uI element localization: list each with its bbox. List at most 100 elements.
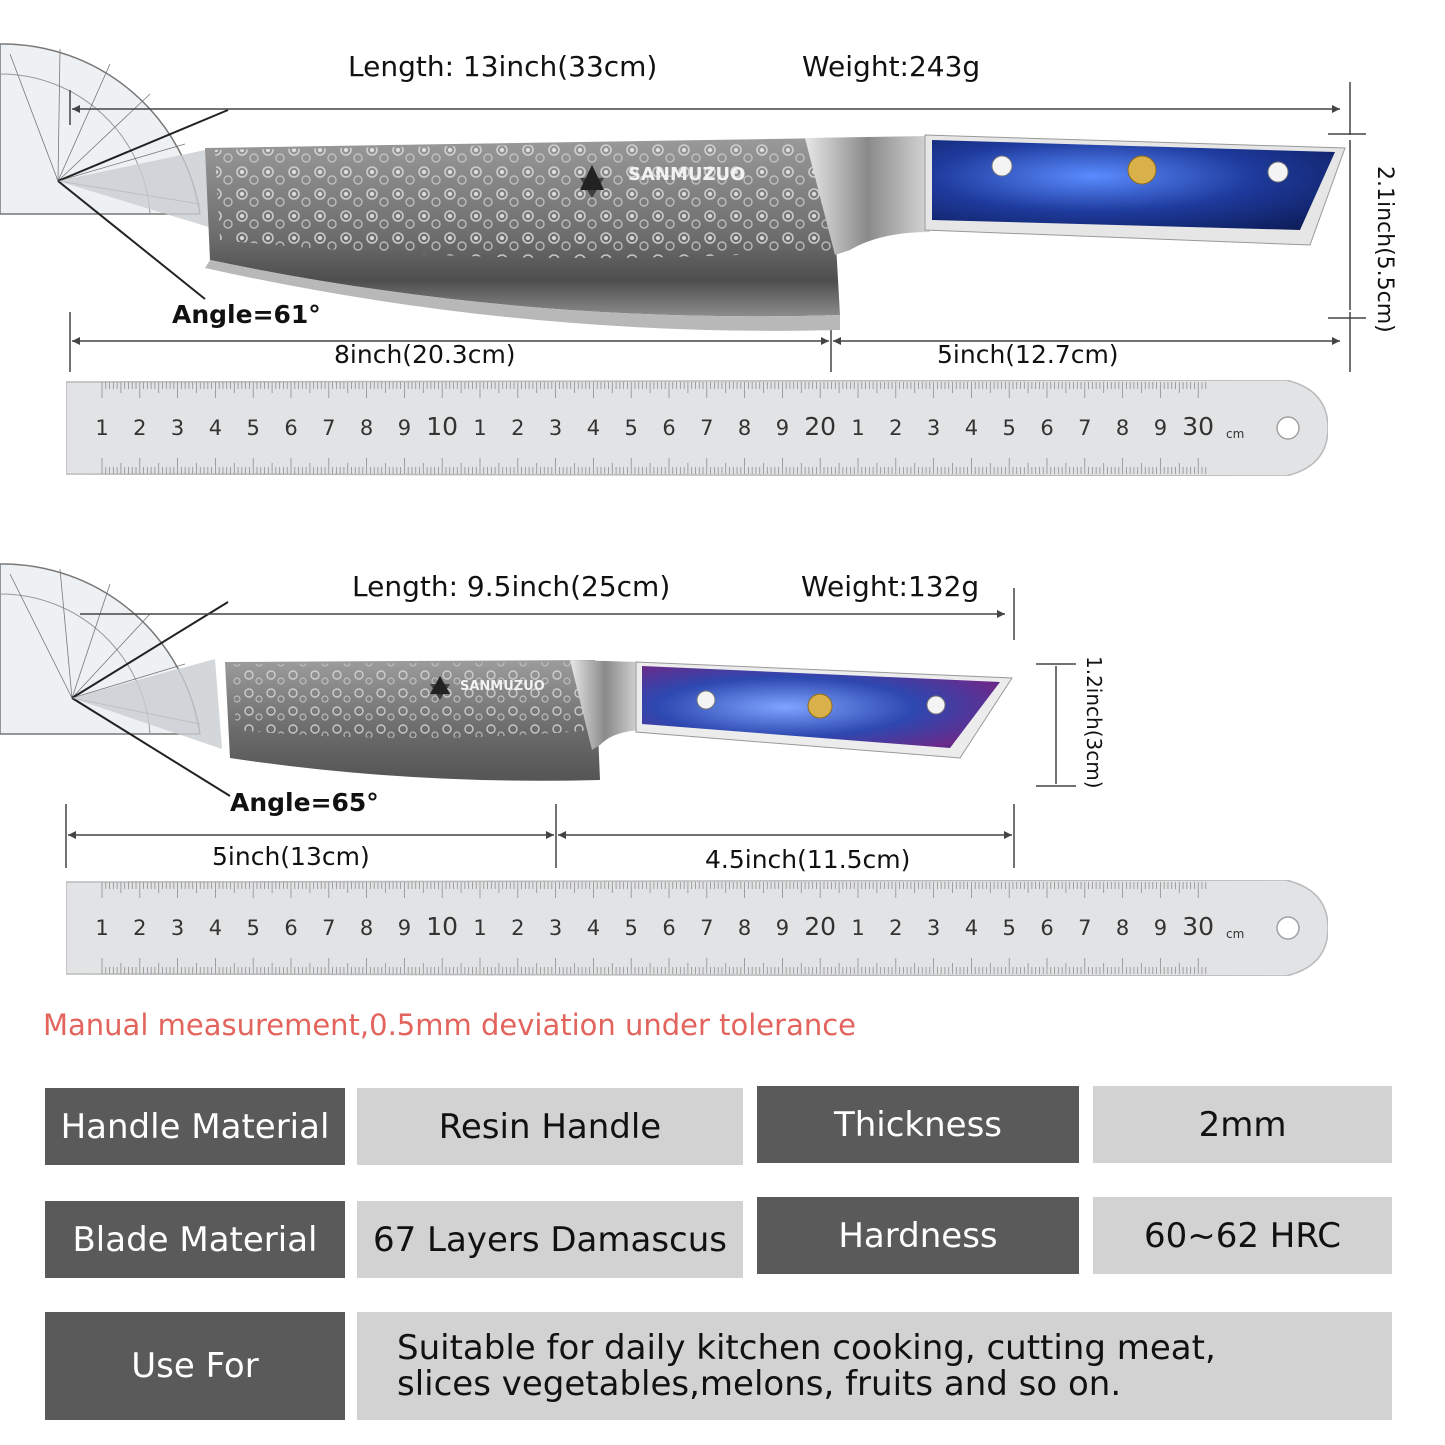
ruler-number: 9 <box>398 916 411 940</box>
ruler-number: 4 <box>965 416 978 440</box>
protractor-1-icon <box>0 43 229 300</box>
knife-2-dimension-lines <box>65 588 1076 868</box>
blade-material-value: 67 Layers Damascus <box>357 1201 743 1278</box>
knife-1-handle-length: 5inch(12.7cm) <box>937 340 1119 369</box>
blade-material-label: Blade Material <box>45 1201 345 1278</box>
thickness-label: Thickness <box>757 1086 1079 1163</box>
ruler-number: 8 <box>1116 416 1129 440</box>
knife-1-length-label: Length: 13inch(33cm) <box>348 50 658 83</box>
handle-material-label: Handle Material <box>45 1088 345 1165</box>
knife-2-logo-icon <box>430 676 450 700</box>
hardness-label: Hardness <box>757 1197 1079 1274</box>
ruler-number: 7 <box>1078 416 1091 440</box>
knife-1-logo-icon <box>580 165 604 198</box>
knife-1-brand: SANMUZUO <box>628 164 745 185</box>
ruler-number: 3 <box>549 916 562 940</box>
ruler-number: 5 <box>625 916 638 940</box>
ruler-number: 1 <box>473 916 486 940</box>
ruler-number: 6 <box>662 416 675 440</box>
use-for-line-1: Suitable for daily kitchen cooking, cutt… <box>397 1328 1216 1368</box>
protractor-2-icon <box>0 563 231 797</box>
ruler-number: 7 <box>322 916 335 940</box>
ruler-number: 3 <box>171 416 184 440</box>
knife-2-blade-length: 5inch(13cm) <box>212 842 370 871</box>
ruler-number: 4 <box>209 916 222 940</box>
ruler-number: 6 <box>284 416 297 440</box>
ruler-number: 3 <box>927 416 940 440</box>
ruler-number: 5 <box>1003 416 1016 440</box>
ruler-number: 9 <box>1154 416 1167 440</box>
knife-1-dimension-lines <box>69 82 1366 372</box>
ruler-unit: cm <box>1226 427 1244 441</box>
knife-2-brand: SANMUZUO <box>460 679 545 694</box>
ruler-hole-icon <box>1276 916 1300 940</box>
ruler-number: 8 <box>360 416 373 440</box>
ruler-number: 3 <box>927 916 940 940</box>
ruler-number: 2 <box>133 916 146 940</box>
ruler-number: 8 <box>1116 916 1129 940</box>
knife-1-image: SANMUZUO <box>205 134 1346 331</box>
use-for-value: Suitable for daily kitchen cooking, cutt… <box>357 1312 1392 1420</box>
ruler-number: 4 <box>209 416 222 440</box>
ruler-number: 8 <box>738 916 751 940</box>
knife-2-weight-label: Weight:132g <box>801 570 980 603</box>
knife-2-height-label: 1.2inch(3cm) <box>1082 656 1106 789</box>
ruler-number: 5 <box>1003 916 1016 940</box>
ruler-number: 1 <box>851 916 864 940</box>
measurement-note: Manual measurement,0.5mm deviation under… <box>43 1008 857 1042</box>
ruler-number: 5 <box>247 916 260 940</box>
ruler-number: 5 <box>625 416 638 440</box>
ruler-number: 20 <box>804 912 836 941</box>
ruler-number: 6 <box>284 916 297 940</box>
ruler-number: 1 <box>95 916 108 940</box>
ruler-hole-icon <box>1276 416 1300 440</box>
knife-1-angle-label: Angle=61° <box>172 300 321 329</box>
ruler-number: 7 <box>1078 916 1091 940</box>
ruler-number: 7 <box>322 416 335 440</box>
ruler-number: 4 <box>965 916 978 940</box>
ruler-number: 8 <box>738 416 751 440</box>
knife-2-image: SANMUZUO <box>225 660 1013 781</box>
ruler-number: 2 <box>511 916 524 940</box>
ruler-number: 8 <box>360 916 373 940</box>
use-for-label: Use For <box>45 1312 345 1420</box>
ruler-number: 2 <box>889 416 902 440</box>
ruler-number: 2 <box>889 916 902 940</box>
ruler-number: 2 <box>133 416 146 440</box>
ruler-number: 5 <box>247 416 260 440</box>
ruler-number: 30 <box>1182 412 1214 441</box>
knife-1-height-label: 2.1inch(5.5cm) <box>1372 166 1397 333</box>
ruler-number: 10 <box>426 912 458 941</box>
hardness-value: 60~62 HRC <box>1093 1197 1392 1274</box>
knife-1-blade-length: 8inch(20.3cm) <box>334 340 516 369</box>
ruler-number: 9 <box>1154 916 1167 940</box>
ruler-number: 6 <box>1040 916 1053 940</box>
ruler-number: 7 <box>700 916 713 940</box>
use-for-line-2: slices vegetables,melons, fruits and so … <box>397 1364 1122 1404</box>
ruler-number: 4 <box>587 916 600 940</box>
ruler-number: 20 <box>804 412 836 441</box>
ruler-number: 1 <box>95 416 108 440</box>
ruler-number: 9 <box>776 416 789 440</box>
ruler-number: 6 <box>662 916 675 940</box>
knife-2-angle-label: Angle=65° <box>230 788 379 817</box>
ruler-number: 10 <box>426 412 458 441</box>
ruler-number: 9 <box>398 416 411 440</box>
thickness-value: 2mm <box>1093 1086 1392 1163</box>
ruler-number: 1 <box>851 416 864 440</box>
knife-2-length-label: Length: 9.5inch(25cm) <box>352 570 671 603</box>
knife-2-handle-length: 4.5inch(11.5cm) <box>705 845 911 874</box>
knife-1-weight-label: Weight:243g <box>802 50 981 83</box>
ruler-number: 6 <box>1040 416 1053 440</box>
ruler-number: 2 <box>511 416 524 440</box>
ruler-number: 30 <box>1182 912 1214 941</box>
ruler-number: 3 <box>171 916 184 940</box>
ruler-number: 3 <box>549 416 562 440</box>
ruler-unit: cm <box>1226 927 1244 941</box>
ruler-number: 1 <box>473 416 486 440</box>
ruler-number: 7 <box>700 416 713 440</box>
ruler-number: 9 <box>776 916 789 940</box>
handle-material-value: Resin Handle <box>357 1088 743 1165</box>
